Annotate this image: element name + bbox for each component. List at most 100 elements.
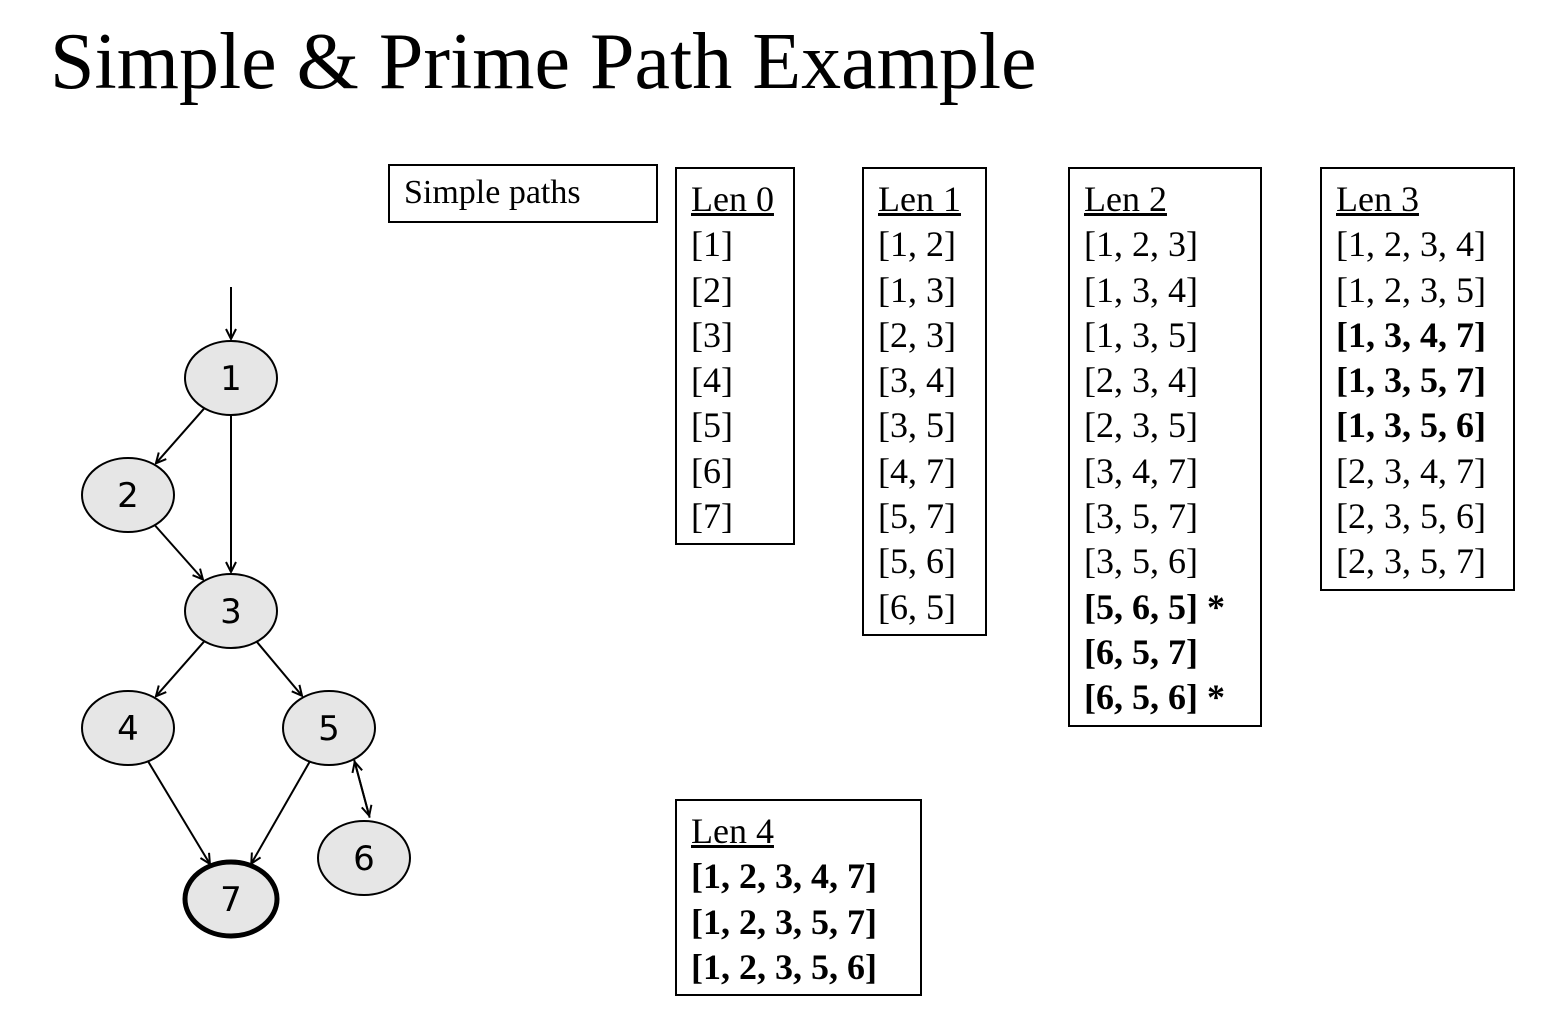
edge-3-5 (255, 641, 302, 696)
path-text: [1, 3] (878, 269, 956, 310)
prime-path-row: [1, 3, 4, 7] (1336, 313, 1499, 358)
path-text: [4] (691, 360, 733, 401)
path-row: [4, 7] (878, 449, 971, 494)
column-len0: Len 0[1][2][3][4][5][6][7] (675, 167, 795, 546)
path-text: [3, 4] (878, 360, 956, 401)
column-header: Len 2 (1084, 179, 1167, 219)
path-text: [2, 3, 5, 7] (1336, 541, 1486, 582)
node-circle (317, 820, 411, 896)
cycle-mark: * (1197, 677, 1225, 718)
path-text: [1, 3, 5] (1084, 314, 1198, 355)
path-row: [2] (691, 268, 779, 313)
path-text: [7] (691, 496, 733, 537)
path-row: [1, 3, 4] (1084, 268, 1246, 313)
path-text: [5, 6] (878, 541, 956, 582)
column-len1: Len 1 [1, 2][1, 3][2, 3][3, 4][3, 5][4, 7… (862, 167, 987, 636)
path-row: [6] (691, 449, 779, 494)
node-circle (282, 690, 376, 766)
prime-path-row: [6, 5, 7] (1084, 630, 1246, 675)
path-text: [1, 3, 4, 7] (1336, 314, 1486, 355)
node-label: 6 (353, 839, 375, 879)
column-len4: Len 4 [1, 2, 3, 4, 7][1, 2, 3, 5, 7][1, 2… (675, 799, 922, 997)
path-text: [2] (691, 269, 733, 310)
path-row: [1, 2, 3, 4] (1336, 222, 1499, 267)
path-text: [3, 5] (878, 405, 956, 446)
path-text: [3, 5, 6] (1084, 541, 1198, 582)
node-circle (184, 340, 278, 416)
path-row: [1, 2] (878, 222, 971, 267)
path-text: [3, 4, 7] (1084, 450, 1198, 491)
cycle-mark: * (1197, 586, 1225, 627)
path-text: [5] (691, 405, 733, 446)
simple-paths-label: Simple paths (388, 164, 658, 223)
prime-path-row: [5, 6, 5] * (1084, 585, 1246, 630)
final-node-circle (182, 859, 280, 939)
prime-path-row: [1, 2, 3, 5, 6] (691, 945, 906, 990)
path-text: [3, 5, 7] (1084, 496, 1198, 537)
path-row: [1] (691, 222, 779, 267)
path-row: [1, 2, 3] (1084, 222, 1246, 267)
column-header: Len 0 (691, 179, 774, 219)
path-text: [1, 2, 3, 5] (1336, 269, 1486, 310)
path-row: [2, 3, 5, 6] (1336, 494, 1499, 539)
path-row: [3, 4] (878, 358, 971, 403)
column-header: Len 4 (691, 811, 774, 851)
path-text: [2, 3, 5, 6] (1336, 496, 1486, 537)
path-text: [6, 5, 6] (1084, 677, 1198, 718)
path-text: [1, 2, 3, 4, 7] (691, 856, 877, 897)
node-label: 3 (220, 592, 242, 632)
node-label: 7 (220, 880, 242, 920)
path-text: [1, 2] (878, 224, 956, 265)
path-text: [5, 7] (878, 496, 956, 537)
prime-path-row: [1, 3, 5, 7] (1336, 358, 1499, 403)
path-row: [3, 5, 7] (1084, 494, 1246, 539)
path-text: [1, 2, 3] (1084, 224, 1198, 265)
column-header: Len 3 (1336, 179, 1419, 219)
node-1: 1 (184, 340, 278, 416)
node-3: 3 (184, 573, 278, 649)
edge-1-2 (156, 407, 206, 463)
path-row: [3, 5] (878, 403, 971, 448)
path-text: [2, 3, 4, 7] (1336, 450, 1486, 491)
column-header: Len 1 (878, 179, 961, 219)
node-label: 4 (117, 709, 139, 749)
path-text: [6, 5] (878, 586, 956, 627)
path-text: [1, 2, 3, 5, 7] (691, 901, 877, 942)
path-row: [5, 7] (878, 494, 971, 539)
prime-path-row: [6, 5, 6] * (1084, 675, 1246, 720)
edge-4-7 (147, 760, 210, 864)
node-4: 4 (81, 690, 175, 766)
column-len3: Len 3 [1, 2, 3, 4][1, 2, 3, 5][1, 3, 4, 7… (1320, 167, 1515, 591)
path-row: [2, 3, 4] (1084, 358, 1246, 403)
path-text: [1, 2, 3, 4] (1336, 224, 1486, 265)
edge-5-7 (251, 761, 311, 864)
path-row: [4] (691, 358, 779, 403)
node-circle (81, 457, 175, 533)
path-row: [3] (691, 313, 779, 358)
node-7: 7 (182, 859, 280, 939)
path-row: [1, 3, 5] (1084, 313, 1246, 358)
path-row: [5] (691, 403, 779, 448)
path-text: [1, 3, 5, 6] (1336, 405, 1486, 446)
node-6: 6 (317, 820, 411, 896)
node-label: 2 (117, 476, 139, 516)
edge-3-4 (156, 640, 206, 696)
node-label: 5 (318, 709, 340, 749)
path-row: [3, 5, 6] (1084, 539, 1246, 584)
path-row: [2, 3, 4, 7] (1336, 449, 1499, 494)
prime-path-row: [1, 2, 3, 5, 7] (691, 900, 906, 945)
prime-path-row: [1, 3, 5, 6] (1336, 403, 1499, 448)
node-2: 2 (81, 457, 175, 533)
edge-6-5 (355, 762, 371, 818)
column-len2: Len 2 [1, 2, 3][1, 3, 4][1, 3, 5][2, 3, 4… (1068, 167, 1262, 727)
path-row: [2, 3] (878, 313, 971, 358)
node-circle (81, 690, 175, 766)
path-text: [1, 3, 4] (1084, 269, 1198, 310)
path-row: [1, 2, 3, 5] (1336, 268, 1499, 313)
node-label: 1 (220, 359, 242, 399)
path-text: [1, 3, 5, 7] (1336, 360, 1486, 401)
path-row: [7] (691, 494, 779, 539)
path-text: [6, 5, 7] (1084, 631, 1198, 672)
path-row: [3, 4, 7] (1084, 449, 1246, 494)
